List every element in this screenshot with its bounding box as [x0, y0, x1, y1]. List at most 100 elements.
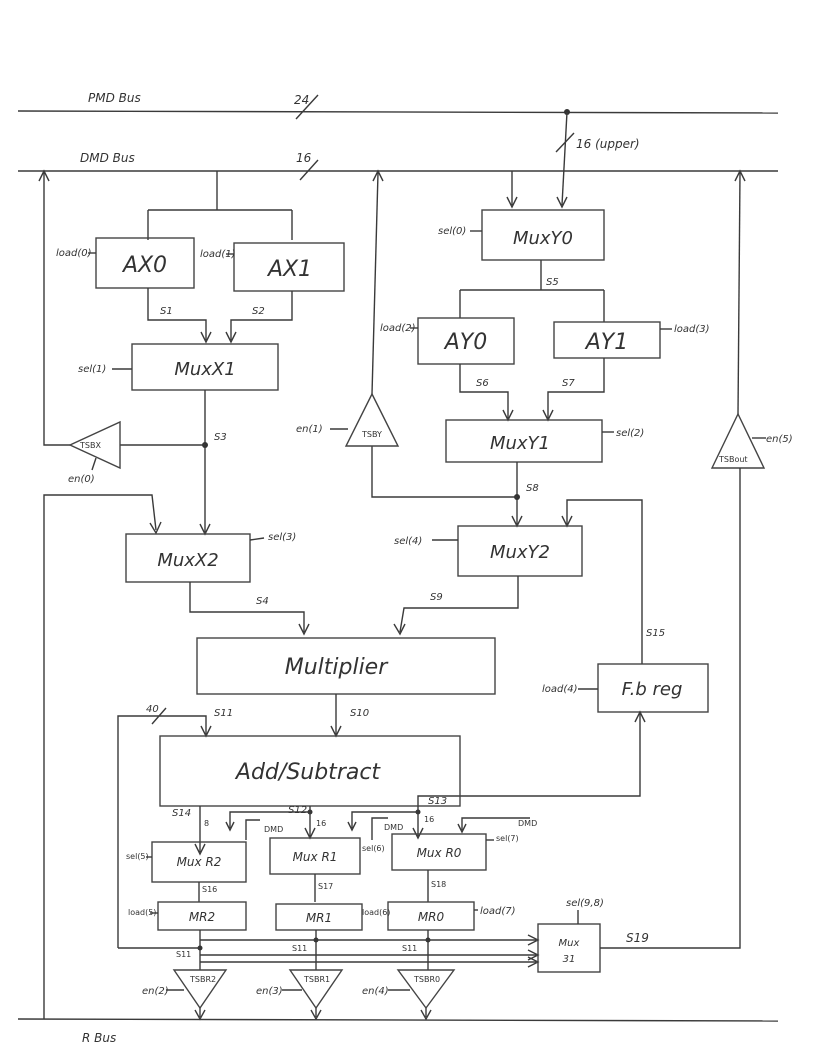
en5-label: en(5) [766, 434, 793, 445]
tsbr0-buffer [396, 969, 456, 1010]
tsbr-to-rbus-wires [194, 1008, 432, 1021]
dmd-bus-width: 16 [296, 151, 312, 165]
dmd-label-2: DMD [384, 823, 403, 832]
ax-to-muxx1-wires [147, 288, 293, 344]
ay-to-muxy1-wires [459, 358, 605, 422]
r-bus-label: R Bus [82, 1031, 116, 1045]
tsby-to-dmd-wire [371, 169, 384, 395]
s11-label: S11 [214, 708, 233, 719]
en0-label: en(0) [68, 474, 95, 485]
s12-width: 16 [316, 819, 326, 828]
s14-label: S14 [172, 808, 191, 819]
addsub-to-fbreg-wire [417, 710, 646, 806]
s16-label: S16 [202, 885, 217, 894]
ax1-register [233, 242, 345, 292]
s11-label-c: S11 [402, 944, 417, 953]
muxy1-label: MuxY1 [490, 433, 550, 454]
mr2-label: MR2 [189, 910, 215, 924]
load0-label: load(0) [56, 248, 92, 259]
s9-label: S9 [430, 592, 443, 603]
pmd-bus-label: PMD Bus [88, 91, 141, 105]
muxr2-label: Mux R2 [177, 855, 222, 869]
sel2-label: sel(2) [616, 428, 644, 439]
s11-label-a: S11 [176, 950, 191, 959]
s18-label: S18 [431, 880, 446, 889]
sel0-label: sel(0) [438, 226, 466, 237]
load7-label: load(7) [480, 906, 516, 917]
dmd-to-ax-wires [147, 171, 293, 240]
muxy2-label: MuxY2 [490, 542, 550, 563]
load3-label: load(3) [674, 324, 710, 335]
dmd-label-3: DMD [518, 819, 537, 828]
s4-label: S4 [256, 596, 269, 607]
tsbr2-label: TSBR2 [189, 975, 216, 984]
tsbx-to-dmd-wire [38, 169, 70, 446]
s14-width: 8 [204, 819, 209, 828]
muxx2 [125, 533, 251, 583]
en2-label: en(2) [142, 986, 169, 997]
s15-label: S15 [646, 628, 665, 639]
s19-label: S19 [626, 931, 649, 945]
sel4-label: sel(4) [394, 536, 422, 547]
fbreg-register [597, 663, 709, 713]
tsbr0-label: TSBR0 [413, 975, 440, 984]
s10-label: S10 [350, 708, 369, 719]
en4-label: en(4) [362, 986, 389, 997]
fb-to-muxy2-wire [561, 499, 643, 664]
add-subtract-label: Add/Subtract [234, 760, 382, 785]
fbreg-label: F.b reg [622, 679, 683, 700]
s8-label: S8 [526, 483, 539, 494]
pmd-bus-width: 24 [294, 93, 309, 107]
load2-label: load(2) [380, 323, 416, 334]
mr1-label: MR1 [306, 911, 332, 925]
s19-wire [600, 468, 741, 949]
muxr0 [391, 833, 487, 871]
tsby-label: TSBY [361, 430, 382, 439]
dmd-label-1: DMD [264, 825, 283, 834]
muxx2-label: MuxX2 [157, 550, 218, 571]
sel3-label: sel(3) [268, 532, 296, 543]
s12-label: S12 [288, 805, 307, 816]
multiplier [196, 637, 496, 695]
s14-wire [194, 806, 206, 856]
pmd-upper-width: 16 (upper) [576, 137, 640, 151]
dmd-bus-label: DMD Bus [80, 151, 135, 165]
s9-wire [393, 576, 519, 636]
muxy1 [445, 419, 603, 463]
ax1-label: AX1 [266, 257, 312, 282]
muxr1-label: Mux R1 [293, 850, 338, 864]
ay0-label: AY0 [443, 330, 488, 355]
en1-label: en(1) [296, 424, 323, 435]
s4-wire [189, 582, 310, 636]
pmd-bus [17, 94, 779, 120]
tsbout-label: TSBout [718, 455, 748, 464]
mr2-register [157, 901, 247, 931]
mr0-label: MR0 [418, 910, 445, 924]
ay1-label: AY1 [584, 330, 629, 355]
muxy0 [481, 209, 605, 261]
load4-label: load(4) [542, 684, 578, 695]
sel1-label: sel(1) [78, 364, 106, 375]
dmd-inputs-wire [245, 817, 530, 840]
s5-wire [459, 260, 605, 322]
en3-label: en(3) [256, 986, 283, 997]
load5-label: load(5) [128, 908, 156, 917]
s5-label: S5 [546, 277, 559, 288]
s11-width: 40 [146, 704, 159, 715]
s3-wire [120, 390, 211, 536]
muxx1-label: MuxX1 [174, 359, 235, 380]
load1-label: load(1) [200, 249, 236, 260]
mux31-label-b: 31 [563, 954, 576, 965]
s8-wire [371, 446, 523, 528]
s6-label: S6 [476, 378, 489, 389]
sel6-label: sel(6) [362, 844, 385, 853]
s1-label: S1 [160, 306, 173, 317]
tsbx-buffer [68, 420, 121, 470]
muxy0-label: MuxY0 [513, 228, 573, 249]
s3-label: S3 [214, 432, 227, 443]
tsby-buffer [344, 392, 400, 447]
r-bus-to-muxx2-wire [43, 494, 162, 1019]
s7-label: S7 [562, 378, 575, 389]
mux31-label-a: Mux [559, 938, 580, 949]
